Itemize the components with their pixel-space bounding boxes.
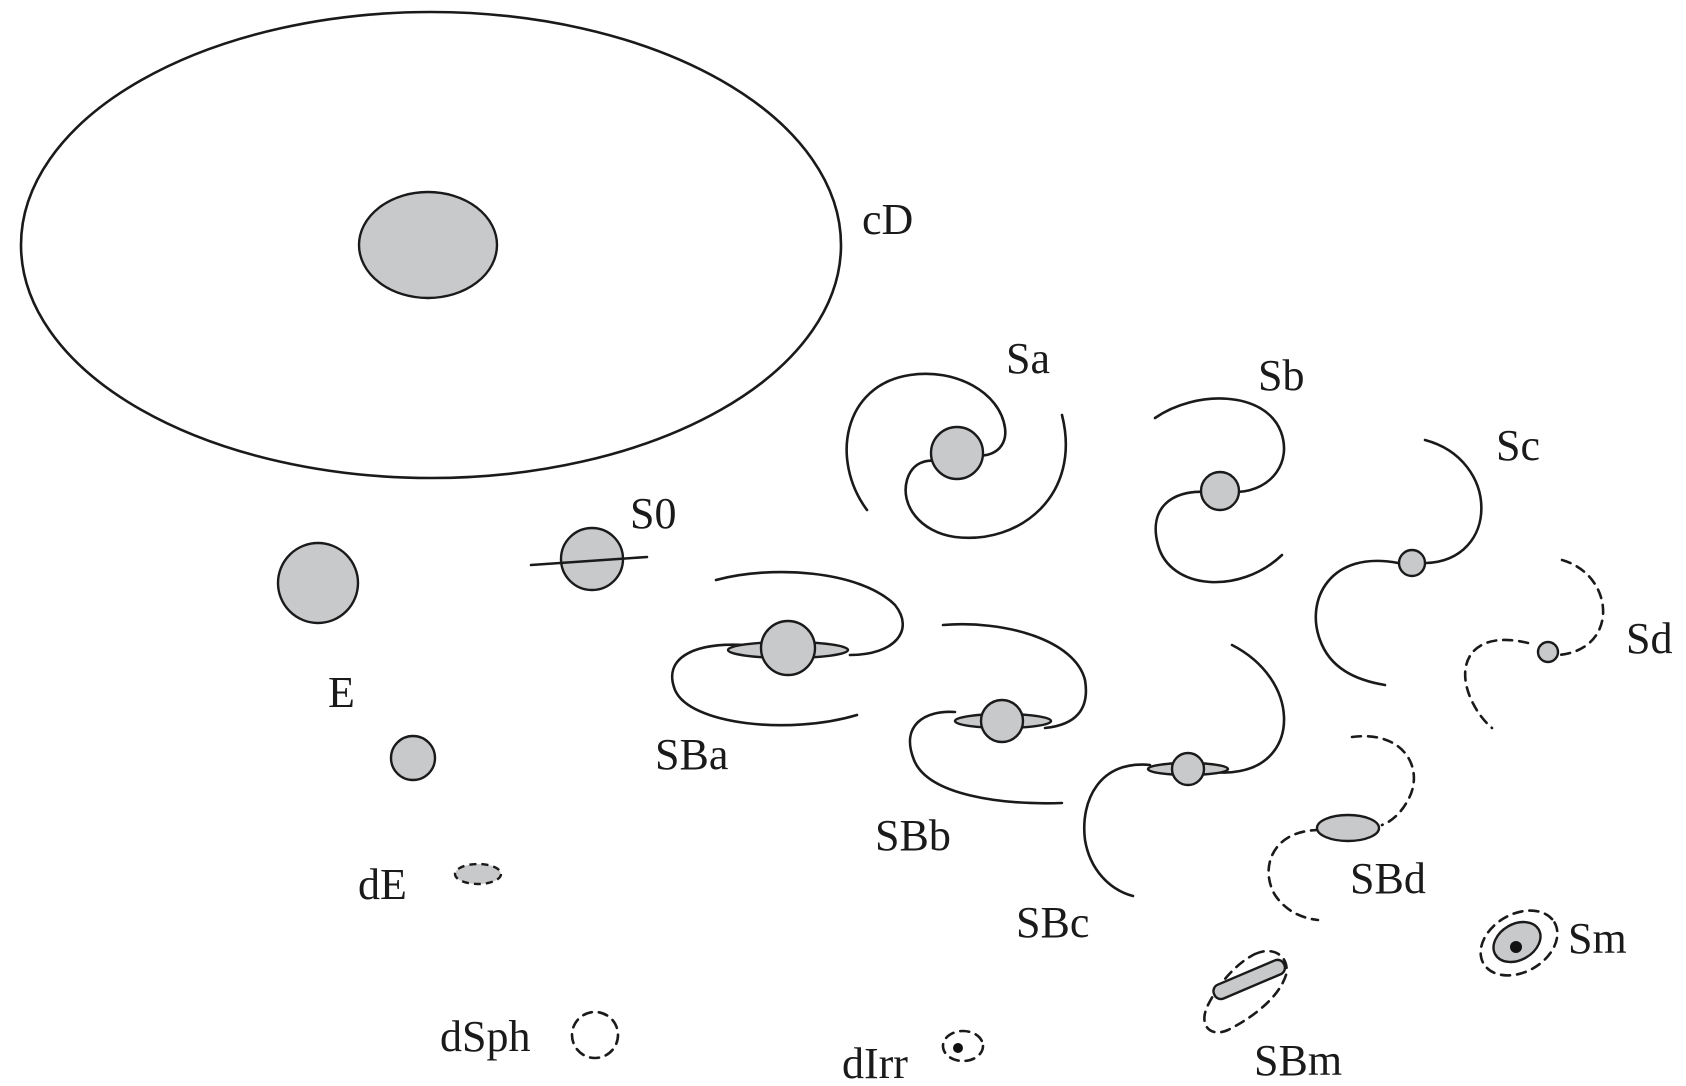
sbd-galaxy bbox=[1267, 734, 1416, 922]
sbb-galaxy bbox=[908, 623, 1088, 805]
sd-galaxy bbox=[1463, 558, 1605, 730]
cd-galaxy bbox=[19, 10, 843, 480]
e-galaxy-small bbox=[389, 734, 437, 782]
label-sc: Sc bbox=[1496, 421, 1540, 470]
elliptical-galaxies bbox=[276, 541, 437, 782]
label-sba: SBa bbox=[655, 730, 728, 779]
label-cd: cD bbox=[862, 195, 913, 244]
sbm-bar bbox=[1212, 958, 1287, 1001]
sm-core bbox=[1510, 941, 1522, 953]
sa-galaxy bbox=[845, 372, 1068, 540]
sa-arm-outer-left bbox=[845, 372, 1007, 512]
dirr-envelope bbox=[941, 1029, 985, 1063]
sb-galaxy bbox=[1153, 397, 1286, 584]
sm-envelope bbox=[1479, 909, 1559, 977]
cd-core bbox=[357, 190, 499, 300]
sd-arm-lower bbox=[1463, 638, 1530, 730]
label-sd: Sd bbox=[1626, 614, 1672, 663]
label-de: dE bbox=[358, 860, 407, 909]
sbb-arm-lower bbox=[908, 710, 1064, 805]
label-sbd: SBd bbox=[1350, 854, 1426, 903]
sc-arm-lower bbox=[1314, 559, 1400, 687]
sd-bulge bbox=[1536, 640, 1560, 664]
label-e: E bbox=[328, 668, 355, 717]
sb-arm-upper bbox=[1153, 397, 1286, 494]
sbc-arm-lower bbox=[1082, 763, 1152, 898]
label-sa: Sa bbox=[1006, 334, 1050, 383]
label-sbb: SBb bbox=[875, 811, 951, 860]
sa-arm-outer-right bbox=[904, 413, 1068, 540]
dirr-galaxy bbox=[941, 1029, 985, 1063]
sba-arm-lower bbox=[670, 643, 859, 727]
label-sm: Sm bbox=[1568, 914, 1627, 963]
sm-galaxy bbox=[1479, 909, 1559, 977]
label-sbm: SBm bbox=[1254, 1036, 1342, 1085]
dirr-core bbox=[953, 1043, 963, 1053]
sbd-bar bbox=[1315, 813, 1381, 843]
de-galaxy bbox=[453, 862, 503, 886]
sbc-arm-upper bbox=[1203, 643, 1286, 774]
sbd-arm-lower bbox=[1267, 828, 1322, 922]
sbc-bulge bbox=[1170, 751, 1206, 787]
sbd-arm-upper bbox=[1350, 734, 1416, 827]
cd-halo bbox=[19, 10, 843, 480]
label-dsph: dSph bbox=[440, 1012, 530, 1061]
sbb-bulge bbox=[979, 698, 1025, 744]
sc-galaxy bbox=[1314, 438, 1483, 687]
sba-arm-upper bbox=[714, 570, 905, 657]
sbb-arm-upper bbox=[941, 623, 1088, 730]
sb-bulge bbox=[1199, 470, 1241, 512]
sd-arm-upper bbox=[1556, 558, 1605, 657]
sba-bulge bbox=[759, 619, 817, 677]
sb-arm-lower bbox=[1154, 490, 1284, 584]
sbm-galaxy bbox=[1203, 949, 1288, 1034]
sba-galaxy bbox=[670, 570, 905, 727]
s0-galaxy bbox=[529, 526, 649, 592]
label-dirr: dIrr bbox=[842, 1039, 908, 1086]
sa-bulge bbox=[929, 425, 985, 481]
label-sbc: SBc bbox=[1016, 898, 1089, 947]
dsph-galaxy bbox=[570, 1010, 620, 1060]
label-s0: S0 bbox=[630, 489, 676, 538]
sc-arm-upper bbox=[1423, 438, 1483, 565]
label-sb: Sb bbox=[1258, 351, 1304, 400]
s0-disk bbox=[529, 555, 649, 567]
sc-bulge bbox=[1397, 548, 1427, 578]
sbc-galaxy bbox=[1082, 643, 1286, 898]
e-galaxy-large bbox=[276, 541, 360, 625]
